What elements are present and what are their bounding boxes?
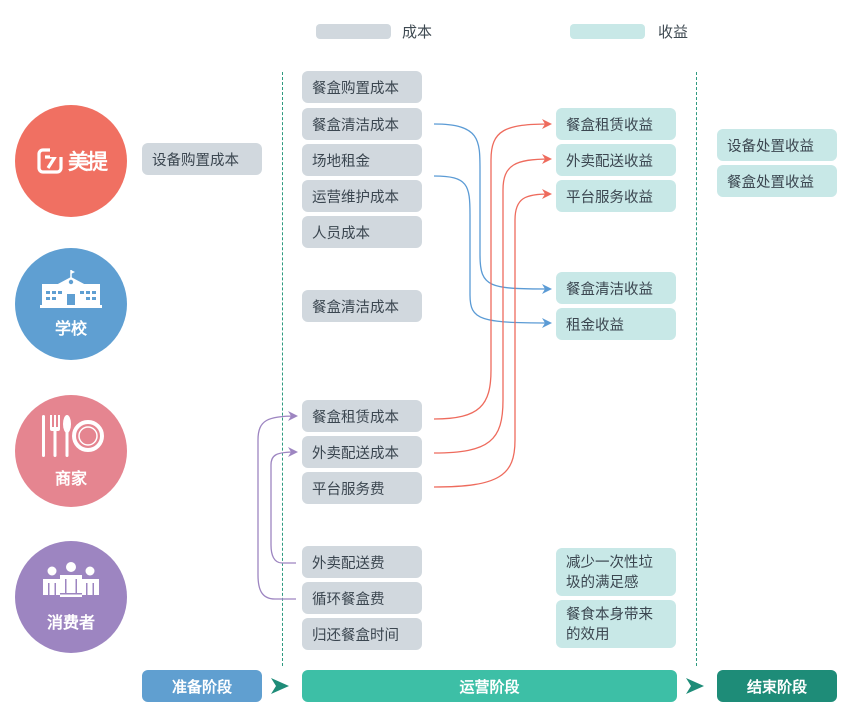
op-rev-school-1: 租金收益 (556, 308, 676, 340)
op-rev-consumer-0: 减少一次性垃圾的满足感 (556, 548, 676, 596)
op-cost-company-4: 人员成本 (302, 216, 422, 248)
op-cost-merchant-1: 外卖配送成本 (302, 436, 422, 468)
connector-consumer-lunchbox-fee (257, 411, 298, 600)
legend-revenue-swatch (570, 24, 645, 39)
op-cost-consumer-1: 循环餐盒费 (302, 582, 422, 614)
actor-consumer-label: 消费者 (46, 613, 95, 632)
phase-preparation: 准备阶段 (142, 670, 262, 702)
op-cost-merchant-0: 餐盒租赁成本 (302, 400, 422, 432)
actor-school-label: 学校 (54, 319, 87, 338)
op-cost-company-0: 餐盒购置成本 (302, 71, 422, 103)
phase-divider-operating-end (696, 72, 697, 666)
op-cost-consumer-0: 外卖配送费 (302, 546, 422, 578)
phase-arrow-icon (271, 678, 289, 694)
brand-logo-text: 美提 (68, 150, 108, 174)
op-cost-merchant-2: 平台服务费 (302, 472, 422, 504)
actor-school: 学校 (15, 248, 127, 360)
actor-merchant: 商家 (15, 395, 127, 507)
phase-end: 结束阶段 (717, 670, 837, 702)
op-rev-company-2: 平台服务收益 (556, 180, 676, 212)
end-rev-equipment: 设备处置收益 (717, 129, 837, 161)
op-rev-company-0: 餐盒租赁收益 (556, 108, 676, 140)
legend-cost-label: 成本 (402, 23, 433, 41)
brand-logo-icon: 美提 (36, 146, 108, 176)
op-cost-company-1: 餐盒清洁成本 (302, 108, 422, 140)
phase-operating: 运营阶段 (302, 670, 677, 702)
op-rev-company-1: 外卖配送收益 (556, 144, 676, 176)
phase-arrow-icon (686, 678, 704, 694)
actor-merchant-label: 商家 (54, 469, 87, 488)
end-rev-lunchbox: 餐盒处置收益 (717, 165, 837, 197)
prep-cost-equipment: 设备购置成本 (142, 143, 262, 175)
op-cost-company-2: 场地租金 (302, 144, 422, 176)
people-group-icon (43, 562, 99, 597)
op-rev-school-0: 餐盒清洁收益 (556, 272, 676, 304)
legend-revenue-label: 收益 (658, 23, 689, 41)
connector-cleaning (433, 123, 552, 294)
cutlery-plate-icon (42, 415, 104, 457)
op-rev-consumer-1: 餐食本身带来的效用 (556, 600, 676, 648)
connector-consumer-delivery-fee (270, 447, 298, 564)
connector-rent (433, 175, 552, 328)
op-cost-school-0: 餐盒清洁成本 (302, 290, 422, 322)
op-cost-company-3: 运营维护成本 (302, 180, 422, 212)
op-cost-consumer-2: 归还餐盒时间 (302, 618, 422, 650)
connector-lease (433, 119, 552, 420)
phase-divider-prep-operating (282, 72, 283, 666)
school-building-icon (40, 270, 102, 308)
actor-company: 美提 (15, 105, 127, 217)
actor-consumer: 消费者 (15, 541, 127, 653)
legend-cost-swatch (316, 24, 391, 39)
connector-platform (433, 189, 552, 488)
connector-delivery (433, 154, 552, 454)
